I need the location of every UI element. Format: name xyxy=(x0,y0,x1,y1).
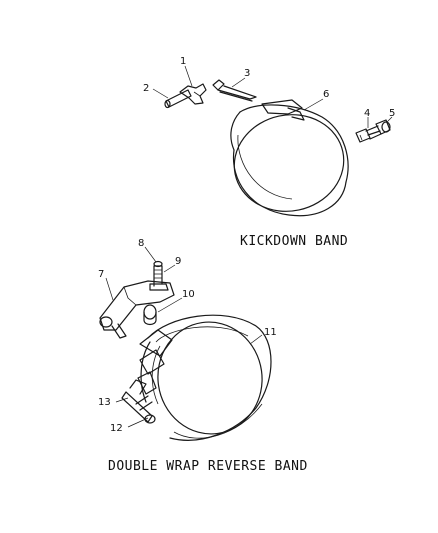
part-4-5-adjusting-screw xyxy=(355,119,391,143)
part-3-strap xyxy=(212,79,257,102)
callout-8: 8 xyxy=(138,238,144,249)
caption-double-wrap-reverse-band: DOUBLE WRAP REVERSE BAND xyxy=(108,459,308,474)
part-10-pivot-pin xyxy=(143,304,157,326)
callout-1: 1 xyxy=(180,56,186,67)
part-8-9-adjuster-stud xyxy=(149,260,169,291)
part-6-kickdown-band xyxy=(230,99,349,217)
callout-6: 6 xyxy=(323,89,329,100)
part-7-reverse-lever xyxy=(99,280,175,339)
callout-3: 3 xyxy=(244,68,250,79)
callout-10: 10 xyxy=(182,289,195,300)
part-2-pin xyxy=(164,89,192,109)
part-11-reverse-band xyxy=(137,314,272,441)
callout-11: 11 xyxy=(264,327,277,338)
leader-lines xyxy=(105,65,393,428)
caption-kickdown-band: KICKDOWN BAND xyxy=(240,234,348,249)
callout-4: 4 xyxy=(364,108,370,119)
callout-5: 5 xyxy=(389,108,395,119)
callout-2: 2 xyxy=(143,83,149,94)
callout-7: 7 xyxy=(98,269,104,280)
callout-12: 12 xyxy=(110,423,123,434)
callout-9: 9 xyxy=(175,256,181,267)
part-1-strut xyxy=(179,83,207,105)
callout-13: 13 xyxy=(98,397,111,408)
part-12-13-anchor-strut xyxy=(121,379,156,424)
